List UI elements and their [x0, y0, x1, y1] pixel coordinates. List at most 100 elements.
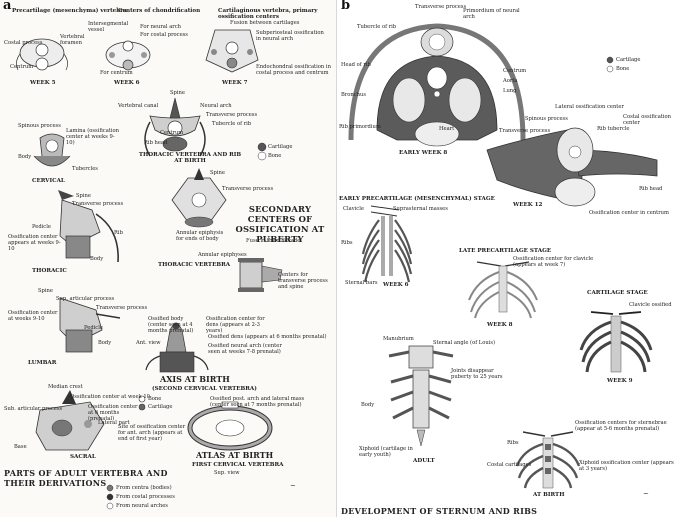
b-ribs: Ribs	[341, 240, 353, 246]
b-cartilage-stage: CARTILAGE STAGE	[587, 290, 648, 296]
text-ossification-dens: Ossification center for dens (appears at…	[206, 316, 265, 334]
b-legend-bone: Bone	[616, 66, 630, 72]
legend-neural-swatch	[106, 502, 114, 510]
text-spine-t: Spine	[76, 193, 91, 199]
b-aorta: Aorta	[503, 78, 518, 84]
b-clavicle-ossified: Clavicle ossified	[629, 302, 672, 308]
b-rib-primordium: Rib primordium	[339, 124, 381, 130]
b-late-precartilage: LATE PRECARTILAGE STAGE	[459, 248, 552, 254]
b-head-rib: Head of rib	[341, 62, 371, 68]
b-adult: ADULT	[413, 458, 435, 464]
text-spine-l: Spine	[38, 288, 53, 294]
birth-sternum-figure	[515, 431, 581, 489]
b-primordium-neural-arch: Primordium of neural arch	[463, 8, 520, 20]
b-clavicle: Clavicle	[343, 206, 364, 212]
b-week12: WEEK 12	[513, 202, 543, 208]
text-spine-top: Spine	[210, 170, 225, 176]
text-chondrification: Centers of chondrification	[118, 8, 201, 14]
week8-sternum-figure	[468, 261, 538, 319]
b-early-precartilage: EARLY PRECARTILAGE (MESENCHYMAL) STAGE	[339, 196, 495, 202]
b-spinous-process: Spinous process	[525, 116, 568, 122]
week6-sternum-figure	[361, 205, 413, 283]
text-sup-view: Sup. view	[214, 470, 240, 476]
panel-a: a	[0, 0, 336, 517]
text-ossification-9-10: Ossification center appears at weeks 9-1…	[8, 234, 61, 252]
b-at-birth: AT BIRTH	[533, 492, 565, 498]
text-pedicle: Pedicle	[32, 224, 51, 230]
text-body: Body	[18, 154, 32, 160]
text-precartilage: Precartilage (mesenchyma) vertebra	[12, 8, 127, 14]
sacral-figure	[35, 390, 105, 451]
text-thoracic: THORACIC	[32, 268, 67, 274]
text-atlas-title: ATLAS AT BIRTH	[196, 450, 274, 460]
text-body-t: Body	[90, 256, 104, 262]
panel-a-illustrations	[16, 29, 283, 510]
thoracic-side-figure	[58, 190, 119, 263]
b-joints-disappear: Joints disappear puberty to 25 years	[451, 368, 503, 380]
text-cervical: CERVICAL	[32, 178, 65, 184]
thoracic-vertebra-centers-figure	[238, 258, 283, 292]
text-axis-title: AXIS AT BIRTH	[160, 374, 230, 384]
text-ant-view: Ant. view	[136, 340, 161, 346]
legend-bone-swatch	[138, 395, 146, 403]
panel-b-label: b	[341, 0, 351, 13]
b-title: DEVELOPMENT OF STERNUM AND RIBS	[341, 506, 538, 516]
b-lateral-ossification: Lateral ossification center	[555, 104, 624, 110]
text-neural-arch: Neural arch	[200, 103, 232, 109]
text-lamina: Lamina (ossification center at weeks 9-1…	[66, 128, 119, 146]
thoracic-rib-birth-figure	[144, 97, 267, 161]
b-costal-ossification: Costal ossification center	[623, 114, 672, 126]
b-ossification-clavicle: Ossification center for clavicle (appear…	[513, 256, 594, 268]
b-lung: Lung	[503, 88, 517, 94]
b-rib-head: Rib head	[639, 186, 663, 192]
b-suprasternal: Suprasternal masses	[393, 206, 448, 212]
text-vertebral-foramen: Vertebral foramen	[60, 34, 85, 46]
panel-divider	[336, 0, 337, 517]
signature-b: ~	[643, 490, 649, 498]
text-ossified-post-arch: Ossified post. arch and lateral mass (ce…	[210, 396, 305, 408]
text-transverse-process: Transverse process	[206, 112, 258, 118]
secondary-centers-title: SECONDARY CENTERS OF OSSIFICATION AT PUB…	[235, 204, 325, 244]
text-week6: WEEK 6	[114, 80, 140, 86]
text-ossified-dens: Ossified dens (appears at 6 months prena…	[208, 334, 327, 340]
text-spine: Spine	[170, 90, 185, 96]
text-week5: WEEK 5	[30, 80, 56, 86]
text-ossification-week10: Ossification center at week 10	[70, 394, 150, 400]
text-centers-transverse: Centers for transverse process and spine	[278, 272, 328, 290]
b-tubercle-rib: Tubercle of rib	[357, 24, 397, 30]
b-body: Body	[361, 402, 375, 408]
text-annular-epiphysis: Annular epiphysis for ends of body	[176, 230, 224, 242]
text-ossification-6mo: Ossification center at 6 months (prenata…	[88, 404, 138, 422]
text-lumbar: LUMBAR	[28, 360, 57, 366]
text-transverse-t: Transverse process	[72, 201, 124, 207]
early-week8-figure	[348, 23, 526, 147]
text-costal-process-6: For costal process	[140, 32, 188, 38]
text-neural-arch-6: For neural arch	[140, 24, 182, 30]
b-transverse-process-12: Transverse process	[499, 128, 551, 134]
b-xiphoid-cartilage: Xiphoid (cartilage in early youth)	[359, 446, 413, 458]
b-bronchus: Bronchus	[341, 92, 367, 98]
b-rib-tubercle: Rib tubercle	[597, 126, 630, 132]
week9-sternum-figure	[579, 311, 653, 373]
text-endochondral: Endochondral ossification in costal proc…	[256, 64, 331, 76]
text-from-neural: From neural arches	[116, 503, 168, 509]
week5-vertebra-figure	[16, 38, 68, 71]
b-early-week8: EARLY WEEK 8	[399, 150, 448, 156]
text-median-crest: Median crest	[48, 384, 83, 390]
text-ossified-neural: Ossified neural arch (center seen at wee…	[208, 343, 282, 355]
legend-b-cartilage-swatch	[606, 56, 614, 64]
b-centrum: Centrum	[503, 68, 527, 74]
text-fusion: Fusion between cartilages	[230, 20, 300, 26]
panel-a-label: a	[3, 0, 12, 13]
legend-cartilage-swatch	[138, 403, 146, 411]
text-subperiosteal: Subperiosteal ossification in neural arc…	[256, 30, 324, 42]
b-week8: WEEK 8	[487, 322, 513, 328]
text-cartilaginous: Cartilaginous vertebra, primary ossifica…	[218, 8, 318, 20]
text-week7: WEEK 7	[222, 80, 248, 86]
b-week9: WEEK 9	[607, 378, 633, 384]
signature-a: ~	[290, 482, 296, 490]
text-spinous-process: Spinous process	[18, 123, 61, 129]
text-sacral: SACRAL	[70, 454, 96, 460]
text-transverse-l: Transverse process	[96, 305, 148, 311]
text-atlas-sub: FIRST CERVICAL VERTEBRA	[192, 462, 284, 468]
